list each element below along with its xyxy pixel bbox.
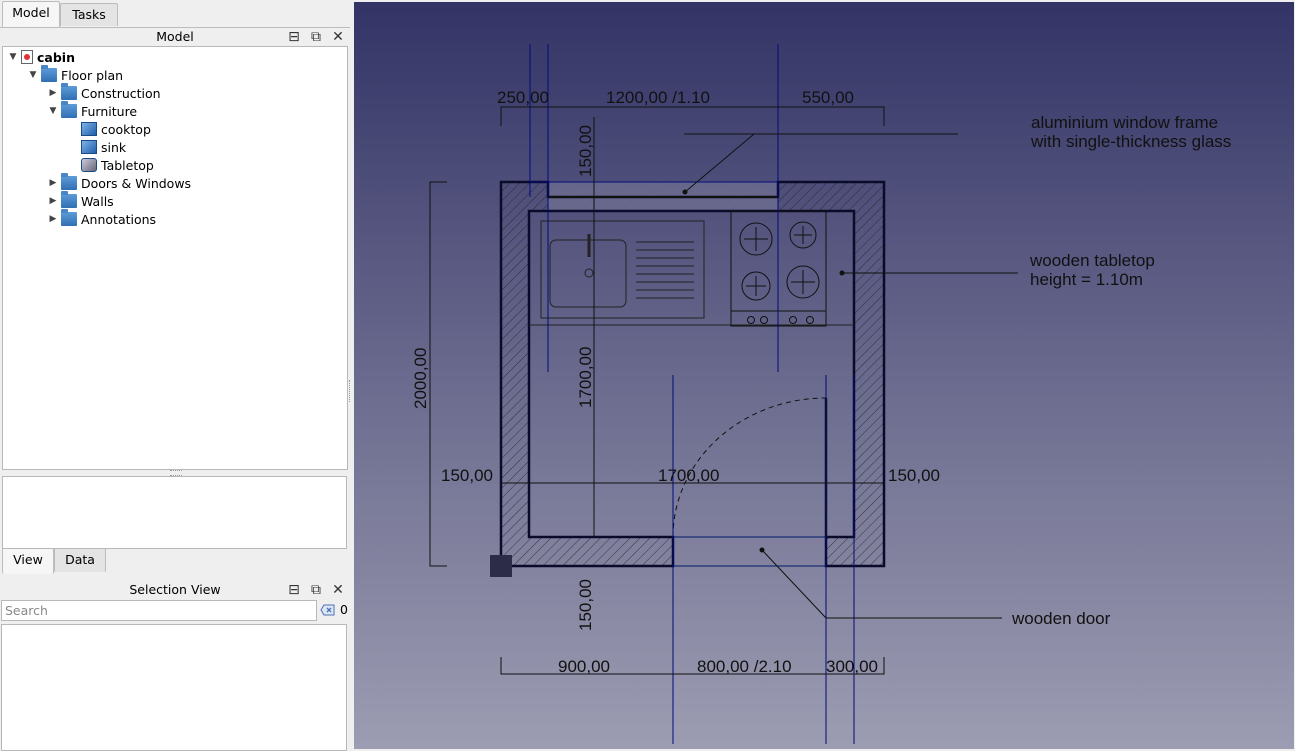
folder-icon [61,191,77,208]
structure-icon [81,158,97,172]
dim-bottom-left: 900,00 [558,657,610,676]
splitter-handle[interactable] [170,470,182,476]
model-tree: ▼ cabin ▼ Floor plan ▶ Construction ▼ Fu… [2,46,348,470]
dimension-lines [429,106,1018,675]
tree-label: Furniture [81,103,138,119]
folder-icon [41,65,57,82]
dim-top-left: 250,00 [497,88,549,107]
note-tabletop-line1: wooden tabletop [1029,251,1155,270]
close-icon[interactable]: ✕ [332,582,344,598]
3d-view[interactable]: 250,00 1200,00 /1.10 550,00 150,00 2000,… [354,2,1294,749]
tab-view[interactable]: View [2,549,54,574]
tab-model[interactable]: Model [2,1,60,27]
dim-wall-right: 150,00 [888,466,940,485]
dim-bottom-mid: 800,00 /2.10 [697,657,792,676]
selection-list [1,624,347,751]
document-icon [21,50,33,64]
dim-top-right: 550,00 [802,88,854,107]
dim-door-depth: 150,00 [576,579,595,631]
expand-right-icon[interactable]: ▶ [49,88,57,98]
dim-window-depth: 150,00 [576,125,595,177]
folder-icon [61,101,77,118]
dim-top-mid: 1200,00 /1.10 [606,88,710,107]
drawing-canvas[interactable]: 250,00 1200,00 /1.10 550,00 150,00 2000,… [354,2,1294,749]
dim-inner-width: 1700,00 [658,466,719,485]
tree-label: Construction [81,85,161,101]
tree-item-floor-plan[interactable]: ▼ Floor plan [27,65,124,84]
tree-label: Walls [81,193,114,209]
note-door: wooden door [1011,609,1111,628]
folder-icon [61,173,77,190]
folder-icon [61,83,77,100]
main-splitter[interactable] [349,380,352,402]
tree-item-annotations[interactable]: ▶ Annotations [47,209,157,228]
tabletop[interactable] [529,220,854,326]
dim-bottom-right: 300,00 [826,657,878,676]
construction-lines [529,44,855,744]
cube-icon [81,140,97,154]
note-window-line2: with single-thickness glass [1030,132,1231,151]
tree-item-cabin[interactable]: ▼ cabin [7,48,75,66]
model-title-label: Model [156,29,194,44]
expand-right-icon[interactable]: ▶ [49,214,57,224]
leader-points [682,189,845,553]
dim-height-total: 2000,00 [411,348,430,409]
note-tabletop-line2: height = 1.10m [1030,270,1143,289]
selection-title-label: Selection View [129,582,221,597]
selection-count: 0 [340,602,348,617]
tree-label: sink [101,139,127,155]
origin-marker [490,555,512,577]
tree-label: Floor plan [61,67,124,83]
tree-item-cooktop[interactable]: cooktop [67,120,151,138]
tree-label: Tabletop [101,157,154,173]
tree-item-construction[interactable]: ▶ Construction [47,83,161,102]
tree-item-tabletop[interactable]: Tabletop [67,156,154,174]
tree-item-walls[interactable]: ▶ Walls [47,191,114,210]
dim-inner-height: 1700,00 [576,347,595,408]
property-view [2,476,347,549]
tab-tasks[interactable]: Tasks [60,3,118,26]
tab-data[interactable]: Data [54,549,106,572]
tree-label: Annotations [81,211,157,227]
dock-icon[interactable]: ⊟ [288,582,300,598]
selection-panel-title: Selection View ⊟ ⧉ ✕ [0,581,350,599]
float-icon[interactable]: ⧉ [311,582,321,598]
expand-down-icon[interactable]: ▼ [49,106,57,116]
tree-label: cooktop [101,121,151,137]
expand-down-icon[interactable]: ▼ [9,52,17,62]
tree-label: Doors & Windows [81,175,192,191]
search-input[interactable]: Search [1,600,317,621]
folder-icon [61,209,77,226]
expand-right-icon[interactable]: ▶ [49,196,57,206]
model-panel-title: Model ⊟ ⧉ ✕ [0,28,350,46]
expand-right-icon[interactable]: ▶ [49,178,57,188]
clear-search-icon[interactable] [320,602,336,618]
float-icon[interactable]: ⧉ [311,29,321,45]
dim-wall-left: 150,00 [441,466,493,485]
dock-icon[interactable]: ⊟ [288,29,300,45]
tree-item-doors-windows[interactable]: ▶ Doors & Windows [47,173,192,192]
tree-item-sink[interactable]: sink [67,138,126,156]
cube-icon [81,122,97,136]
note-window-line1: aluminium window frame [1031,113,1218,132]
left-panel: Model Tasks Model ⊟ ⧉ ✕ ▼ cabin ▼ Floor … [0,0,350,751]
expand-down-icon[interactable]: ▼ [29,70,37,80]
tree-label: cabin [37,49,75,65]
close-icon[interactable]: ✕ [332,29,344,45]
tree-item-furniture[interactable]: ▼ Furniture [47,101,138,120]
